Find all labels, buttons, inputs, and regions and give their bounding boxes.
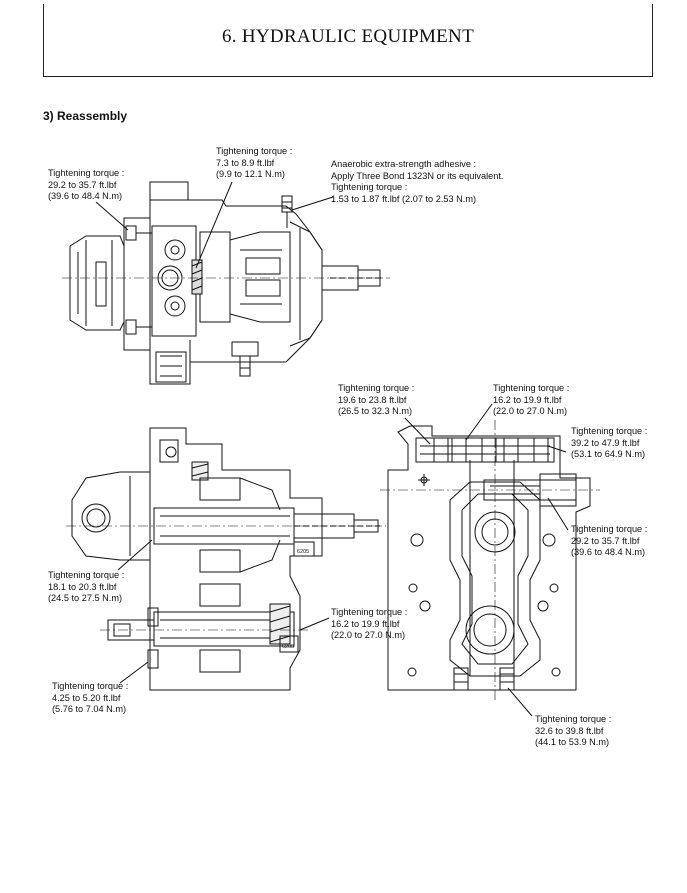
bearing-label-lower: 6205 [282,644,294,650]
callout-torque-right-3: Tightening torque :39.2 to 47.9 ft.lbf(5… [571,426,648,460]
page-title: 6. HYDRAULIC EQUIPMENT [221,26,474,47]
top-pump-view [62,181,390,385]
callout-adhesive: Anaerobic extra-strength adhesive :Apply… [331,159,504,204]
section-heading: 3) Reassembly [43,109,128,123]
callout-torque-top-center: Tightening torque :7.3 to 8.9 ft.lbf(9.9… [216,146,293,180]
callout-torque-right-4: Tightening torque :29.2 to 35.7 ft.lbf(3… [571,524,648,558]
callout-torque-center-middle: Tightening torque :16.2 to 19.9 ft.lbf(2… [331,607,408,641]
bottom-left-pump-view [66,427,386,691]
header-box: 6. HYDRAULIC EQUIPMENT [43,4,653,77]
callout-torque-left-middle: Tightening torque :18.1 to 20.3 ft.lbf(2… [48,570,125,604]
callout-torque-left-bottom: Tightening torque :4.25 to 5.20 ft.lbf(5… [52,681,129,715]
callout-torque-right-2: Tightening torque :16.2 to 19.9 ft.lbf(2… [493,383,570,417]
callout-torque-right-1: Tightening torque :19.6 to 23.8 ft.lbf(2… [338,383,415,417]
right-front-view [380,420,600,700]
bearing-label-upper: 6205 [297,549,309,555]
callout-torque-top-left: Tightening torque :29.2 to 35.7 ft.lbf(3… [48,168,125,202]
callout-torque-bottom-right: Tightening torque :32.6 to 39.8 ft.lbf(4… [535,714,612,748]
